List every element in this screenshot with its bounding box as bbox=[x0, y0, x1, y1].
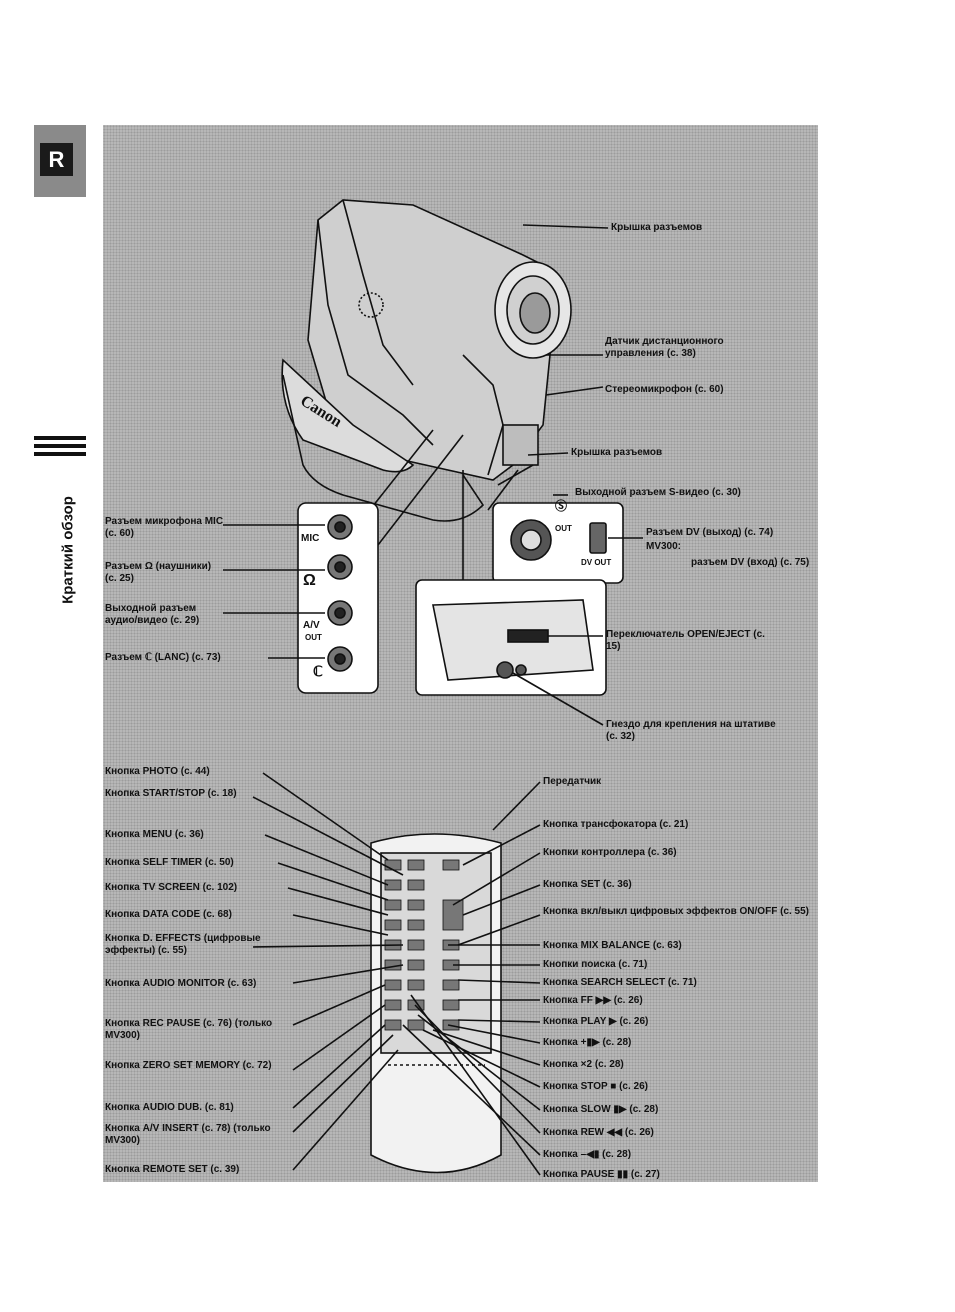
label-rew: Кнопка REW ◀◀ (с. 26) bbox=[543, 1127, 654, 1138]
s-out-label: OUT bbox=[555, 524, 572, 533]
label-search-select: Кнопка SEARCH SELECT (с. 71) bbox=[543, 977, 697, 988]
remote-illustration bbox=[370, 833, 502, 1174]
label-zoom: Кнопка трансфокатора (с. 21) bbox=[543, 819, 689, 830]
label-transmitter: Передатчик bbox=[543, 776, 602, 787]
language-letter: R bbox=[40, 143, 73, 176]
headphone-icon: Ω bbox=[303, 572, 316, 589]
lanc-icon: ℂ bbox=[313, 663, 323, 679]
label-start-stop: Кнопка START/STOP (с. 18) bbox=[105, 788, 237, 799]
label-rec-pause: Кнопка REC PAUSE (с. 76) (только MV300) bbox=[105, 1018, 273, 1041]
label-stereo-mic: Стереомикрофон (с. 60) bbox=[605, 384, 724, 395]
label-frame-fwd: Кнопка +▮▶ (с. 28) bbox=[543, 1037, 632, 1048]
label-search: Кнопки поиска (с. 71) bbox=[543, 959, 648, 970]
label-cover-top: Крышка разъемов bbox=[611, 222, 703, 233]
label-dv-jack: Разъем DV (выход) (с. 74) bbox=[646, 527, 774, 538]
side-bars bbox=[34, 436, 86, 460]
label-headphone-jack: Разъем Ω (наушники) (с. 25) bbox=[105, 561, 212, 584]
s-video-icon: Ⓢ bbox=[555, 499, 568, 513]
diagram-art bbox=[223, 199, 643, 1176]
label-slow: Кнопка SLOW ▮▶ (с. 28) bbox=[543, 1104, 659, 1115]
label-set: Кнопка SET (с. 36) bbox=[543, 879, 632, 890]
av-label: A/V bbox=[303, 620, 320, 631]
label-lanc-jack: Разъем ℂ (LANC) (с. 73) bbox=[105, 652, 221, 663]
label-stop: Кнопка STOP ■ (с. 26) bbox=[543, 1081, 648, 1092]
label-remote-sensor: Датчик дистанционного управления (с. 38) bbox=[605, 336, 724, 359]
diagram-panel: Canon MIC Ω A/V OUT ℂ Ⓢ OUT DV OUT Крышк… bbox=[103, 125, 818, 1182]
label-av-jack: Выходной разъем аудио/видео (с. 29) bbox=[105, 603, 200, 626]
side-title: Краткий обзор bbox=[56, 470, 80, 630]
label-open-eject: Переключатель OPEN/EJECT (с. 15) bbox=[606, 629, 765, 652]
label-audio-dub: Кнопка AUDIO DUB. (с. 81) bbox=[105, 1102, 234, 1113]
label-mix-balance: Кнопка MIX BALANCE (с. 63) bbox=[543, 940, 682, 951]
label-ff: Кнопка FF ▶▶ (с. 26) bbox=[543, 995, 643, 1006]
label-data-code: Кнопка DATA CODE (с. 68) bbox=[105, 909, 232, 920]
label-play: Кнопка PLAY ▶ (с. 26) bbox=[543, 1016, 649, 1027]
label-dv-in: разъем DV (вход) (с. 75) bbox=[691, 557, 810, 568]
label-photo: Кнопка PHOTO (с. 44) bbox=[105, 766, 210, 777]
label-d-effects: Кнопка D. EFFECTS (цифровые эффекты) (с.… bbox=[105, 933, 261, 956]
label-controller: Кнопки контроллера (с. 36) bbox=[543, 847, 677, 858]
label-x2: Кнопка ×2 (с. 28) bbox=[543, 1059, 624, 1070]
label-dv-model: MV300: bbox=[646, 541, 682, 552]
label-tv-screen: Кнопка TV SCREEN (с. 102) bbox=[105, 882, 238, 893]
label-pause: Кнопка PAUSE ▮▮ (с. 27) bbox=[543, 1169, 660, 1180]
av-out-label: OUT bbox=[305, 633, 322, 642]
mic-label: MIC bbox=[301, 533, 320, 544]
label-tripod: Гнездо для крепления на штативе (с. 32) bbox=[606, 719, 776, 742]
side-title-text: Краткий обзор bbox=[59, 496, 77, 604]
label-self-timer: Кнопка SELF TIMER (с. 50) bbox=[105, 857, 234, 868]
label-mic-jack: Разъем микрофона MIC (с. 60) bbox=[105, 516, 224, 539]
label-menu: Кнопка MENU (с. 36) bbox=[105, 829, 204, 840]
label-remote-set: Кнопка REMOTE SET (с. 39) bbox=[105, 1164, 240, 1175]
label-av-insert: Кнопка A/V INSERT (с. 78) (только MV300) bbox=[105, 1123, 271, 1146]
dv-out-label: DV OUT bbox=[581, 558, 612, 567]
label-audio-monitor: Кнопка AUDIO MONITOR (с. 63) bbox=[105, 978, 257, 989]
label-frame-back: Кнопка –◀▮ (с. 28) bbox=[543, 1149, 632, 1160]
camcorder-illustration bbox=[281, 199, 572, 522]
label-zero-set: Кнопка ZERO SET MEMORY (с. 72) bbox=[105, 1060, 272, 1071]
label-cover-mid: Крышка разъемов bbox=[571, 447, 663, 458]
label-effects-onoff: Кнопка вкл/выкл цифровых эффектов ON/OFF… bbox=[543, 906, 809, 917]
label-s-video: Выходной разъем S-видео (с. 30) bbox=[575, 487, 741, 498]
